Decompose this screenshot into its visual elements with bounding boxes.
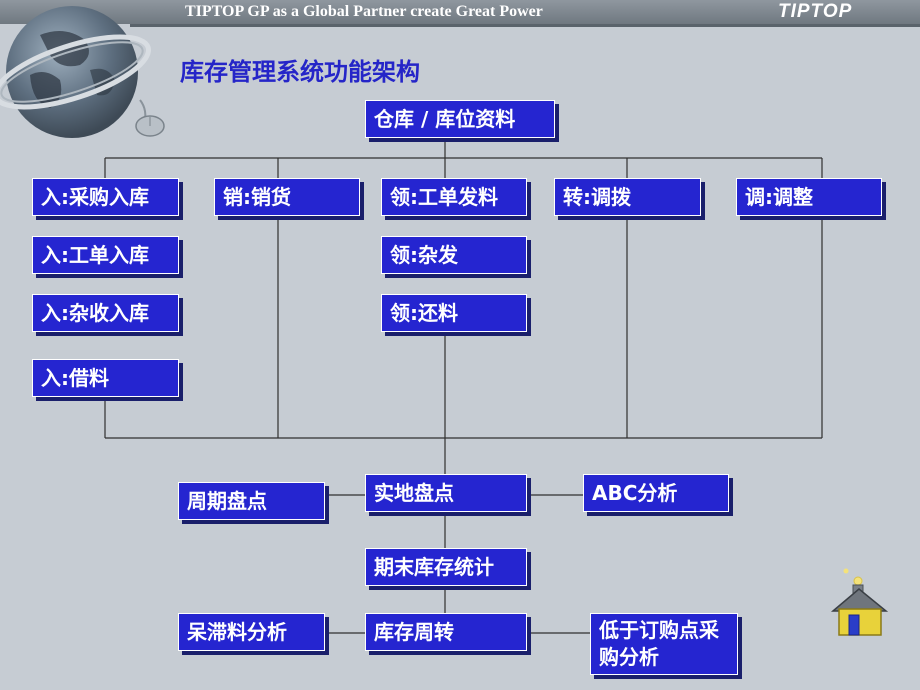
in-workorder-box: 入:工单入库 — [32, 236, 179, 274]
in-misc-receipt-box: 入:杂收入库 — [32, 294, 179, 332]
home-icon[interactable] — [828, 565, 890, 637]
reorder-analysis-box: 低于订购点采购分析 — [590, 613, 738, 675]
abc-analysis-box: ABC分析 — [583, 474, 729, 512]
root-box: 仓库 / 库位资料 — [365, 100, 555, 138]
sale-box: 销:销货 — [214, 178, 360, 216]
brand-logo: TIPTOP — [778, 1, 853, 22]
period-stats-box: 期末库存统计 — [365, 548, 527, 586]
cycle-count-box: 周期盘点 — [178, 482, 325, 520]
adjust-box: 调:调整 — [736, 178, 882, 216]
slow-moving-box: 呆滞料分析 — [178, 613, 325, 651]
issue-misc-box: 领:杂发 — [381, 236, 527, 274]
page-title: 库存管理系统功能架构 — [180, 58, 420, 86]
in-borrow-box: 入:借料 — [32, 359, 179, 397]
issue-return-box: 领:还料 — [381, 294, 527, 332]
physical-count-box: 实地盘点 — [365, 474, 527, 512]
issue-workorder-box: 领:工单发料 — [381, 178, 527, 216]
header-divider — [130, 24, 920, 27]
inventory-turnover-box: 库存周转 — [365, 613, 527, 651]
transfer-box: 转:调拨 — [554, 178, 701, 216]
in-purchase-box: 入:采购入库 — [32, 178, 179, 216]
header-tagline: TIPTOP GP as a Global Partner create Gre… — [185, 3, 543, 20]
globe-icon — [0, 6, 165, 138]
header-bar — [0, 0, 920, 24]
